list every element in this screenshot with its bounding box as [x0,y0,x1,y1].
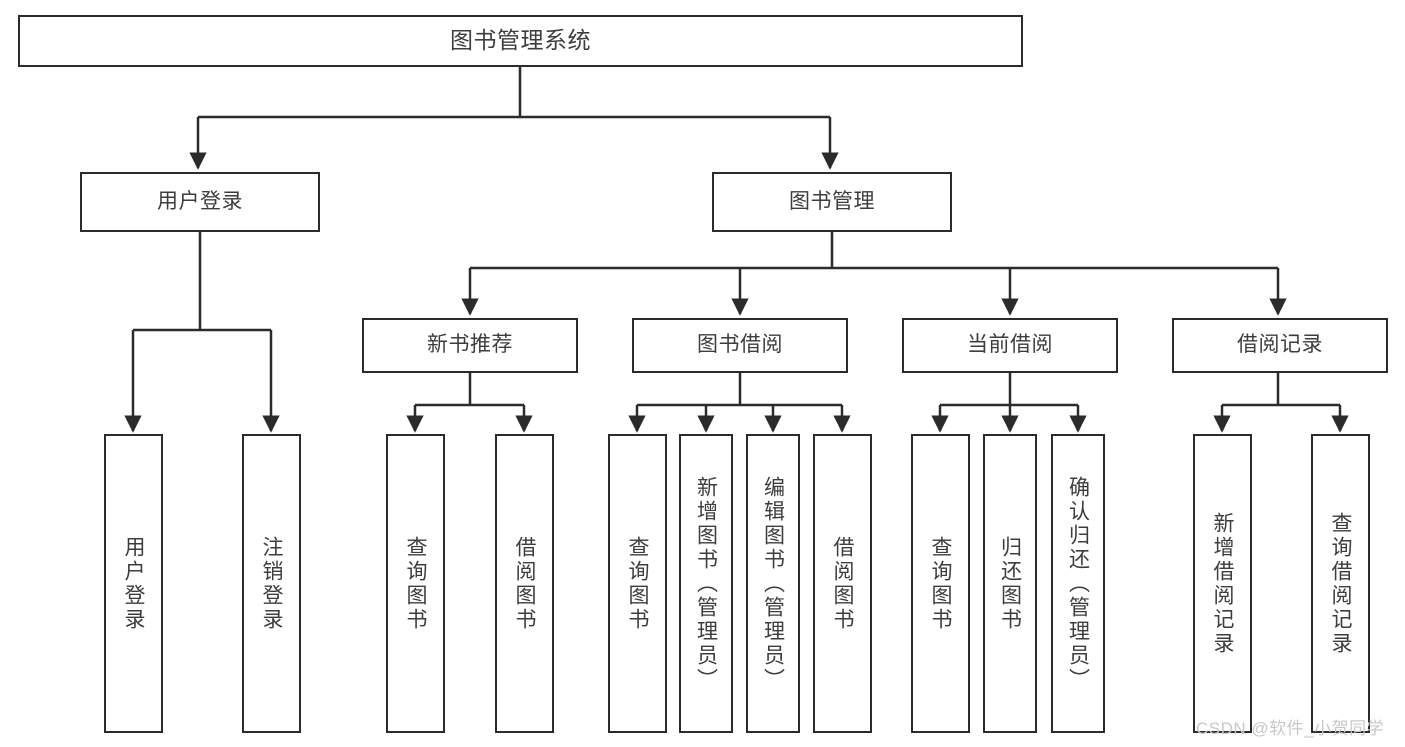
node-label: 图书管理系统 [450,27,591,54]
node-leaf-borrow-book-bb[interactable]: 借阅图书 [813,434,872,733]
node-leaf-edit-book-admin[interactable]: 编辑图书（管理员） [746,434,800,733]
node-current-borrow[interactable]: 当前借阅 [902,318,1118,373]
node-root-system[interactable]: 图书管理系统 [18,15,1023,67]
node-borrow-record[interactable]: 借阅记录 [1172,318,1388,373]
node-leaf-query-book-nb[interactable]: 查询图书 [386,434,445,733]
node-label: 注销登录 [260,535,283,632]
node-label: 编辑图书（管理员） [761,475,785,692]
node-leaf-query-borrow-record[interactable]: 查询借阅记录 [1311,434,1370,733]
node-label: 借阅图书 [831,535,854,632]
csdn-watermark: CSDN @软件_小贺同学 [1196,719,1385,738]
node-label: 确认归还（管理员） [1066,475,1090,692]
node-label: 查询借阅记录 [1329,511,1352,656]
node-label: 图书借阅 [697,333,783,357]
node-leaf-borrow-book-nb[interactable]: 借阅图书 [495,434,554,733]
node-label: 查询图书 [929,535,952,632]
node-leaf-add-borrow-record[interactable]: 新增借阅记录 [1193,434,1252,733]
node-label: 借阅图书 [513,535,536,632]
node-book-management[interactable]: 图书管理 [712,172,952,232]
node-label: 图书管理 [789,189,875,213]
node-leaf-query-book-cb[interactable]: 查询图书 [911,434,970,733]
node-label: 借阅记录 [1237,333,1323,357]
node-leaf-confirm-return-admin[interactable]: 确认归还（管理员） [1051,434,1105,733]
node-label: 新书推荐 [427,333,513,357]
node-label: 查询图书 [404,535,427,632]
node-leaf-add-book-admin[interactable]: 新增图书（管理员） [679,434,733,733]
node-label: 归还图书 [998,535,1022,632]
node-label: 新增图书（管理员） [694,475,718,692]
node-label: 用户登录 [157,189,243,213]
node-label: 用户登录 [122,535,145,632]
node-leaf-logout[interactable]: 注销登录 [242,434,301,733]
node-new-book-recommend[interactable]: 新书推荐 [362,318,578,373]
node-leaf-user-login[interactable]: 用户登录 [104,434,163,733]
node-user-login[interactable]: 用户登录 [80,172,320,232]
node-label: 查询图书 [626,535,649,632]
node-leaf-query-book-bb[interactable]: 查询图书 [608,434,667,733]
node-label: 新增借阅记录 [1211,511,1234,656]
node-label: 当前借阅 [967,333,1053,357]
node-book-borrow[interactable]: 图书借阅 [632,318,848,373]
node-leaf-return-book[interactable]: 归还图书 [983,434,1037,733]
